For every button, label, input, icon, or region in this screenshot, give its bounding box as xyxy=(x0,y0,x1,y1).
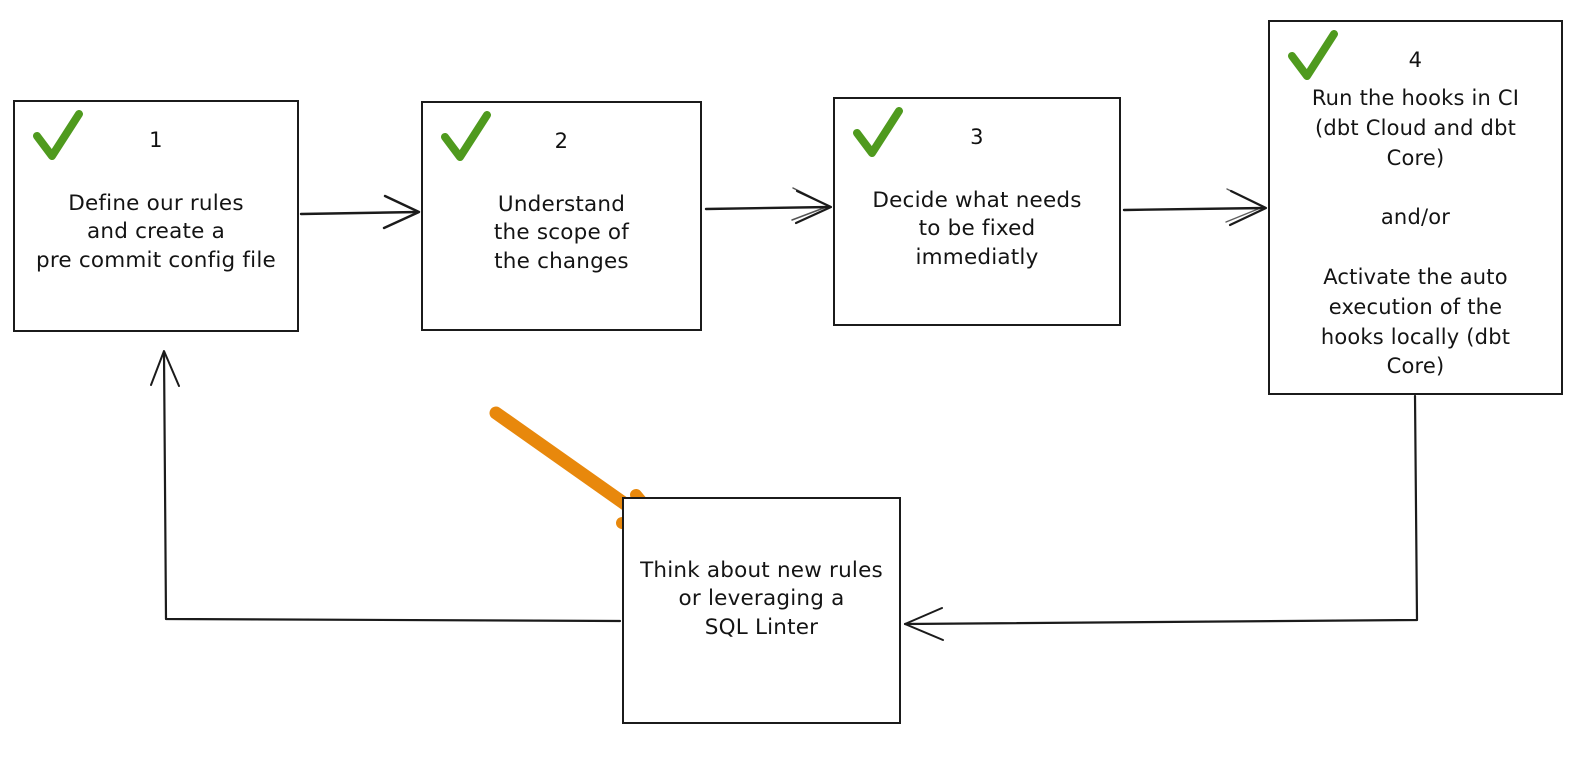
edge-node-1-to-node-2 xyxy=(299,194,421,230)
edge-node-3-to-node-4 xyxy=(1122,188,1268,227)
flow-node-number: 1 xyxy=(149,128,163,152)
flow-node-text: Define our rules and create a pre commit… xyxy=(36,191,276,273)
green-check-icon xyxy=(853,107,903,157)
green-check-icon xyxy=(1288,30,1338,80)
flow-node-text: Decide what needs to be fixed immediatly xyxy=(872,188,1082,270)
green-check-icon xyxy=(33,110,83,160)
flow-node-text: Understand the scope of the changes xyxy=(493,192,630,274)
flow-node-run-hooks-ci[interactable]: 4 Run the hooks in CI (dbt Cloud and dbt… xyxy=(1268,20,1563,395)
green-check-icon xyxy=(441,111,491,161)
flow-node-number: 3 xyxy=(970,125,984,149)
flow-node-text: Run the hooks in CI (dbt Cloud and dbt C… xyxy=(1311,86,1520,379)
flow-node-number: 4 xyxy=(1408,48,1423,72)
flow-node-number: 2 xyxy=(554,129,569,153)
flow-node-decide-fixes[interactable]: 3 Decide what needs to be fixed immediat… xyxy=(833,97,1121,326)
flow-node-understand-scope[interactable]: 2 Understand the scope of the changes xyxy=(421,101,702,331)
flow-node-define-rules[interactable]: 1 Define our rules and create a pre comm… xyxy=(13,100,299,332)
flow-node-think-new-rules[interactable]: Think about new rules or leveraging a SQ… xyxy=(622,497,901,724)
flow-node-text: Think about new rules or leveraging a SQ… xyxy=(640,558,883,640)
edge-node-4-to-node-5 xyxy=(903,394,1419,641)
edge-node-2-to-node-3 xyxy=(704,187,833,225)
edge-node-5-to-node-1 xyxy=(150,350,622,623)
